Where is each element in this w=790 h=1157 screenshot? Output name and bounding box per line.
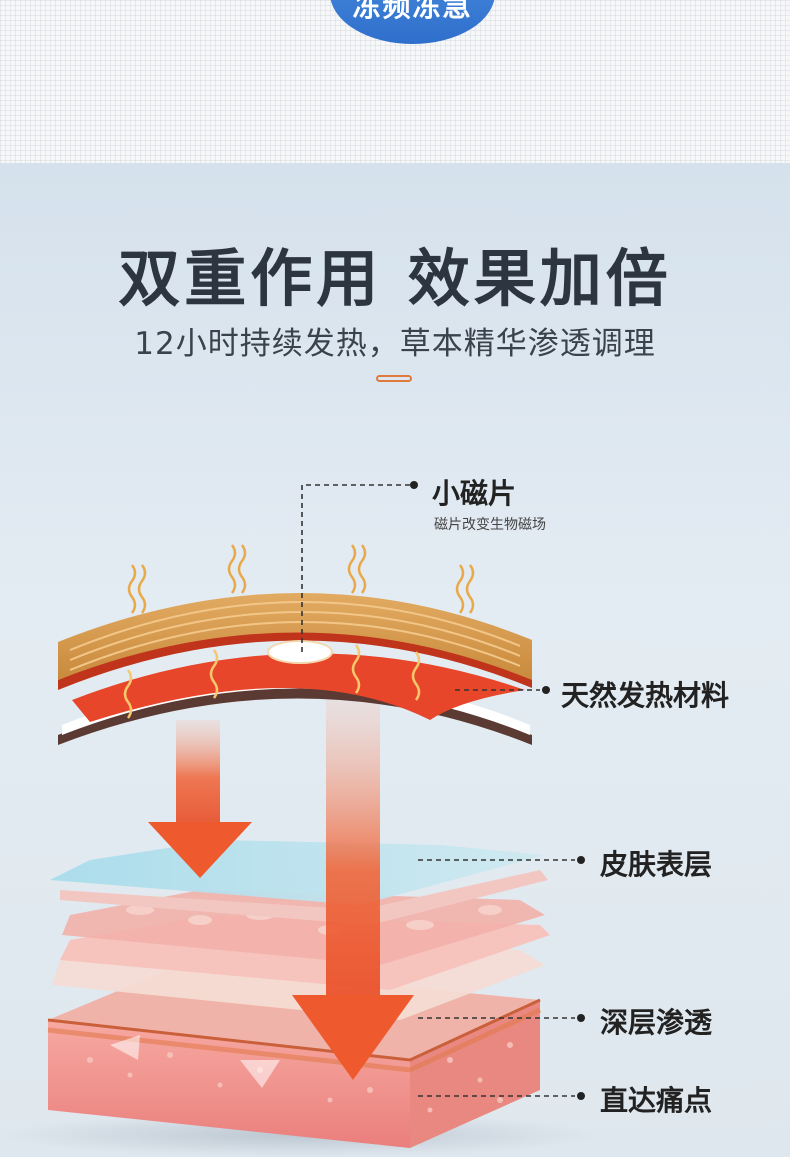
label-magnet: 小磁片	[432, 477, 517, 510]
label-pain-point: 直达痛点	[600, 1084, 713, 1117]
page-title: 双重作用 效果加倍	[118, 242, 672, 315]
callout-dots	[410, 481, 585, 1100]
penetration-arrows	[148, 700, 414, 1080]
magnet-disc	[267, 640, 333, 664]
label-heat-material: 天然发热材料	[561, 679, 730, 712]
heat-waves-inner	[123, 644, 421, 719]
label-magnet-sub: 磁片改变生物磁场	[434, 517, 546, 533]
callout-lines	[301, 484, 575, 1097]
page-subtitle: 12小时持续发热，草本精华渗透调理	[134, 326, 656, 362]
heat-flow-marks	[110, 1035, 280, 1088]
label-skin-surface: 皮肤表层	[600, 848, 713, 881]
heat-waves	[127, 544, 475, 614]
heat-patch	[58, 592, 532, 745]
label-deep-penetration: 深层渗透	[600, 1006, 713, 1039]
title-divider	[376, 375, 412, 382]
skin-surface-layer	[50, 840, 548, 925]
